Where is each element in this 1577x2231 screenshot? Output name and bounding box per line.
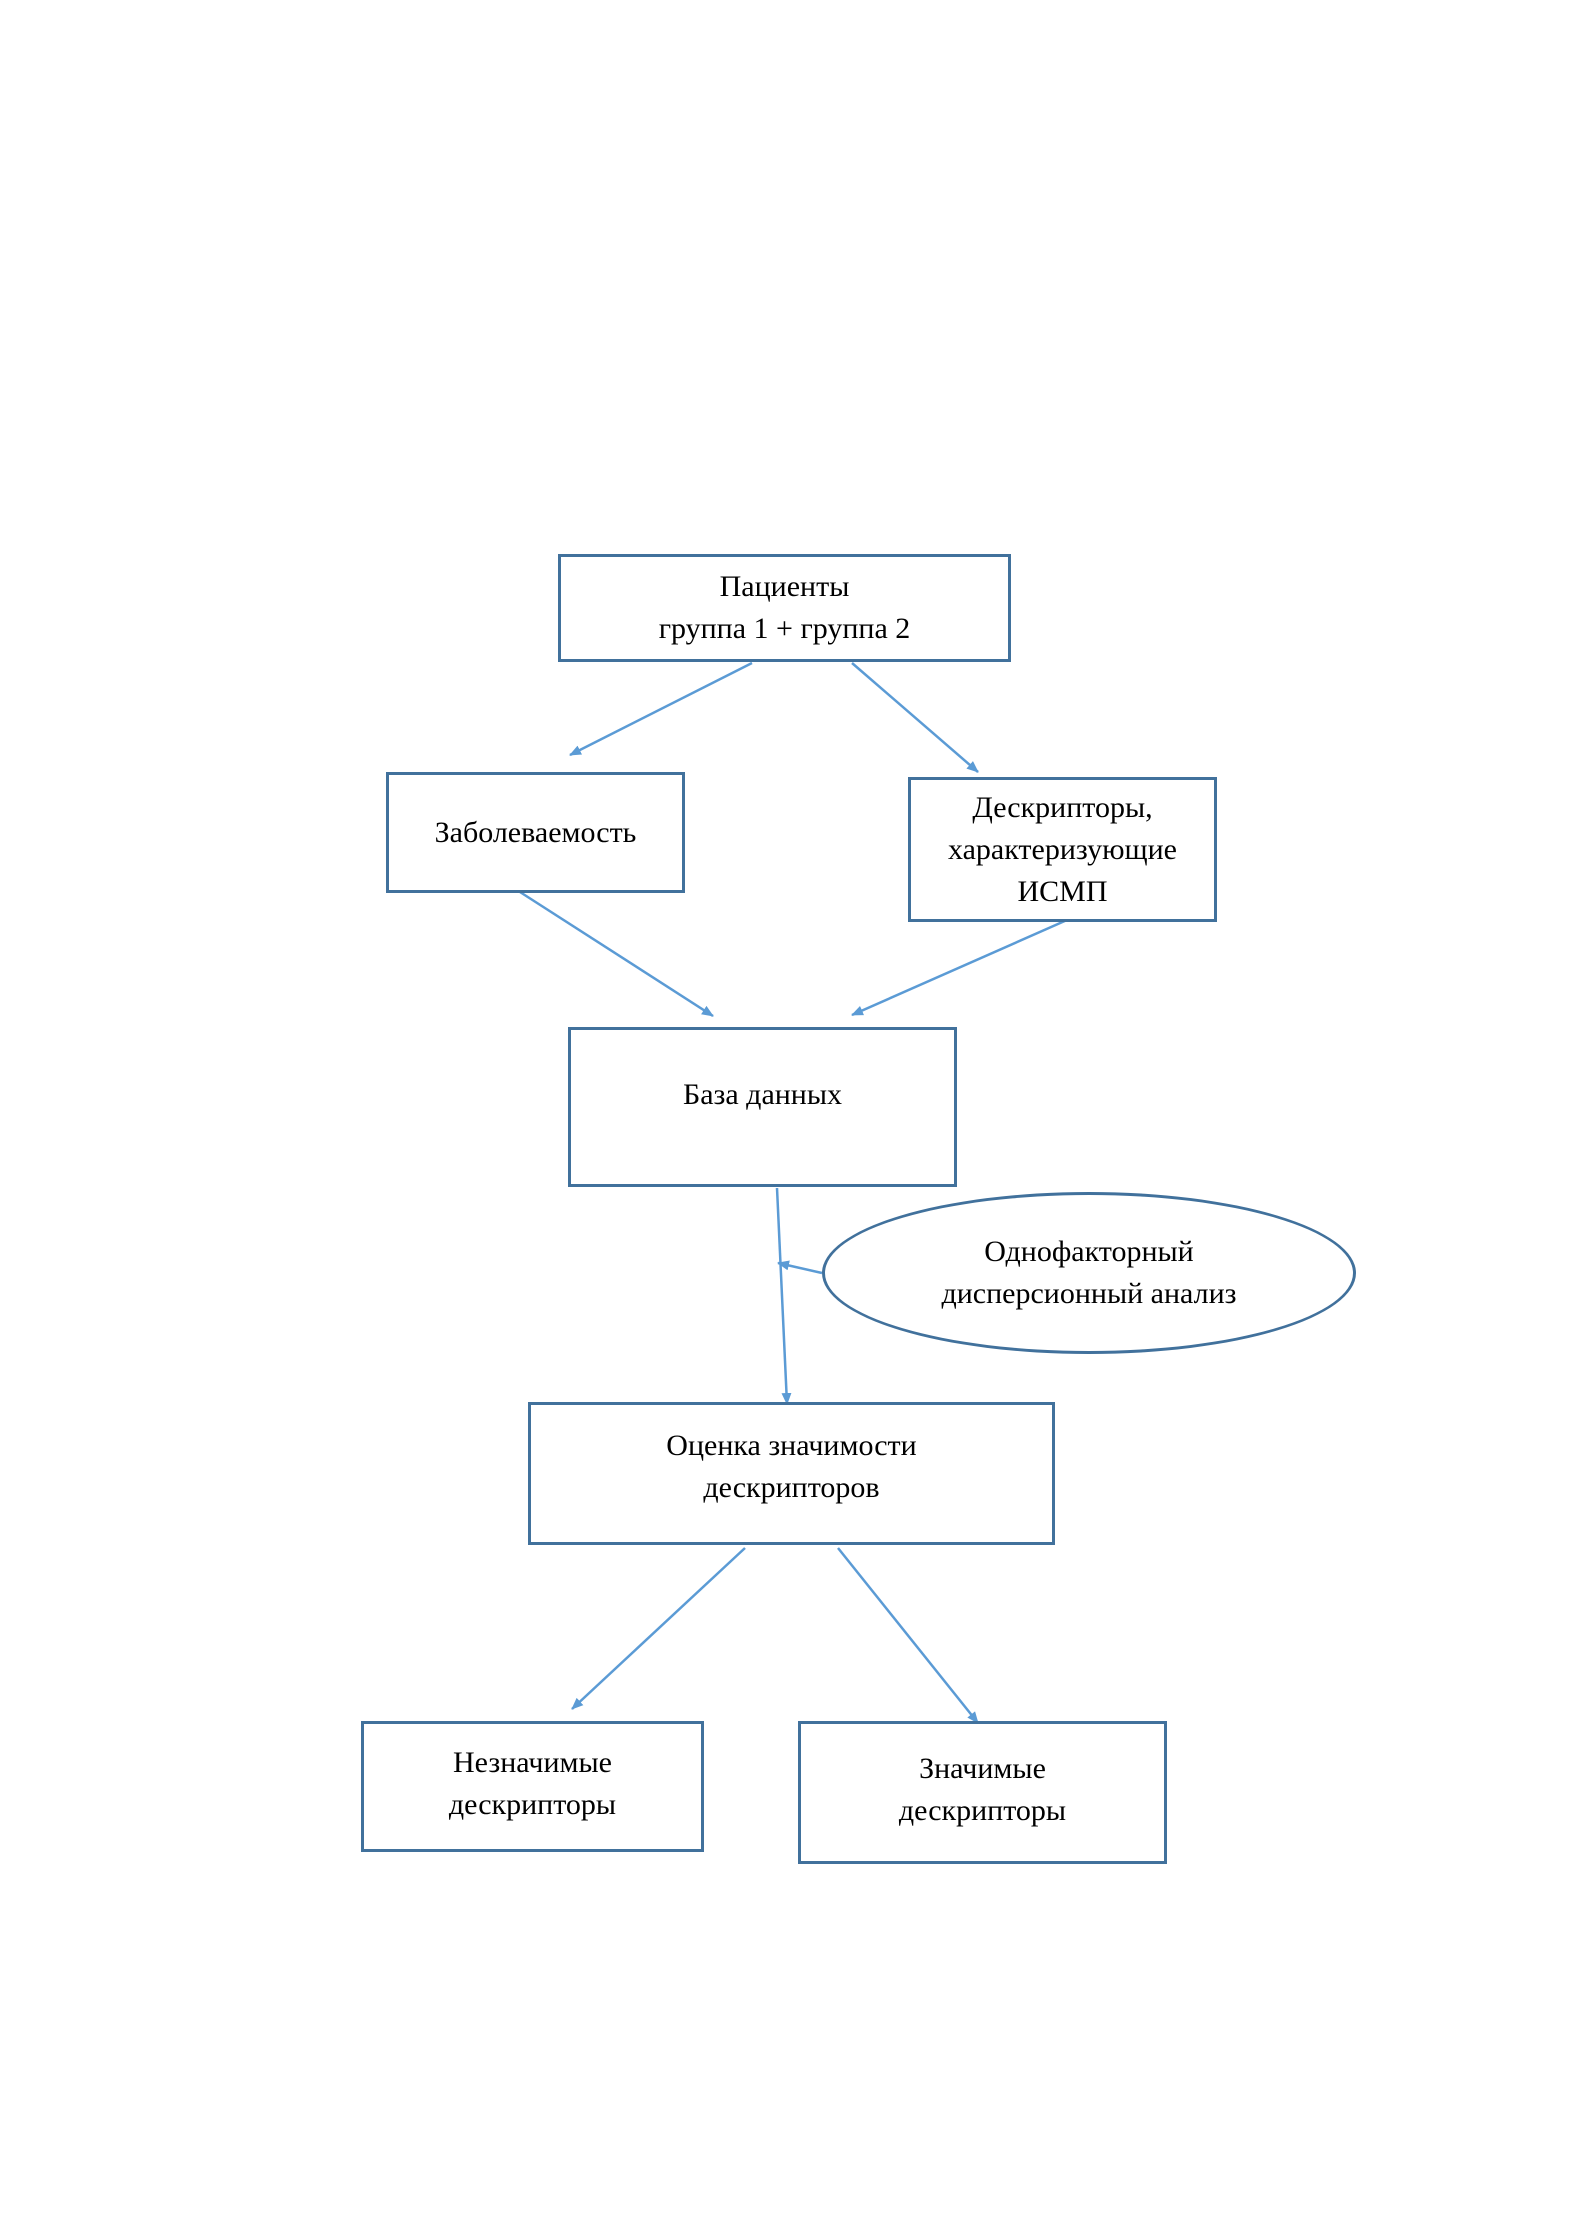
- anova-ellipse: Однофакторный дисперсионный анализ: [822, 1192, 1356, 1354]
- descriptors-line-2: характеризующие: [948, 832, 1177, 866]
- arrow-morbidity-to-database: [519, 890, 714, 1018]
- significance-box: Оценка значимости дескрипторов: [528, 1402, 1055, 1545]
- significant-line-1: Значимые: [919, 1752, 1046, 1785]
- database-label: База данных: [682, 1078, 843, 1111]
- arrow-database-to-significance: [775, 1187, 792, 1405]
- arrow-anova-to-main-flow: [777, 1260, 823, 1275]
- significance-line-2: дескрипторов: [703, 1471, 880, 1504]
- anova-line-1: Однофакторный: [984, 1235, 1194, 1268]
- patients-box: Пациенты группа 1 + группа 2: [558, 554, 1011, 662]
- morbidity-box: Заболеваемость: [386, 772, 685, 893]
- descriptors-line-1: Дескрипторы,: [972, 790, 1153, 824]
- insignificant-line-2: дескрипторы: [448, 1788, 617, 1821]
- significant-box: Значимые дескрипторы: [798, 1721, 1167, 1864]
- patients-groups: группа 1 + группа 2: [658, 612, 911, 645]
- descriptors-line-3: ИСМП: [1017, 874, 1108, 908]
- descriptors-box: Дескрипторы, характеризующие ИСМП: [908, 777, 1217, 922]
- database-box: База данных: [568, 1027, 957, 1187]
- morbidity-label: Заболеваемость: [434, 815, 637, 849]
- anova-line-2: дисперсионный анализ: [941, 1277, 1237, 1310]
- insignificant-box: Незначимые дескрипторы: [361, 1721, 704, 1852]
- arrow-significance-to-insignificant: [571, 1547, 746, 1710]
- arrow-descriptors-to-database: [851, 918, 1068, 1017]
- significant-line-2: дескрипторы: [898, 1794, 1067, 1827]
- arrow-patients-to-morbidity: [569, 661, 753, 757]
- arrow-patients-to-descriptors: [851, 662, 979, 773]
- significance-line-1: Оценка значимости: [666, 1429, 917, 1462]
- insignificant-line-1: Незначимые: [453, 1746, 612, 1779]
- patients-title: Пациенты: [719, 570, 850, 603]
- arrow-significance-to-significant: [837, 1547, 979, 1724]
